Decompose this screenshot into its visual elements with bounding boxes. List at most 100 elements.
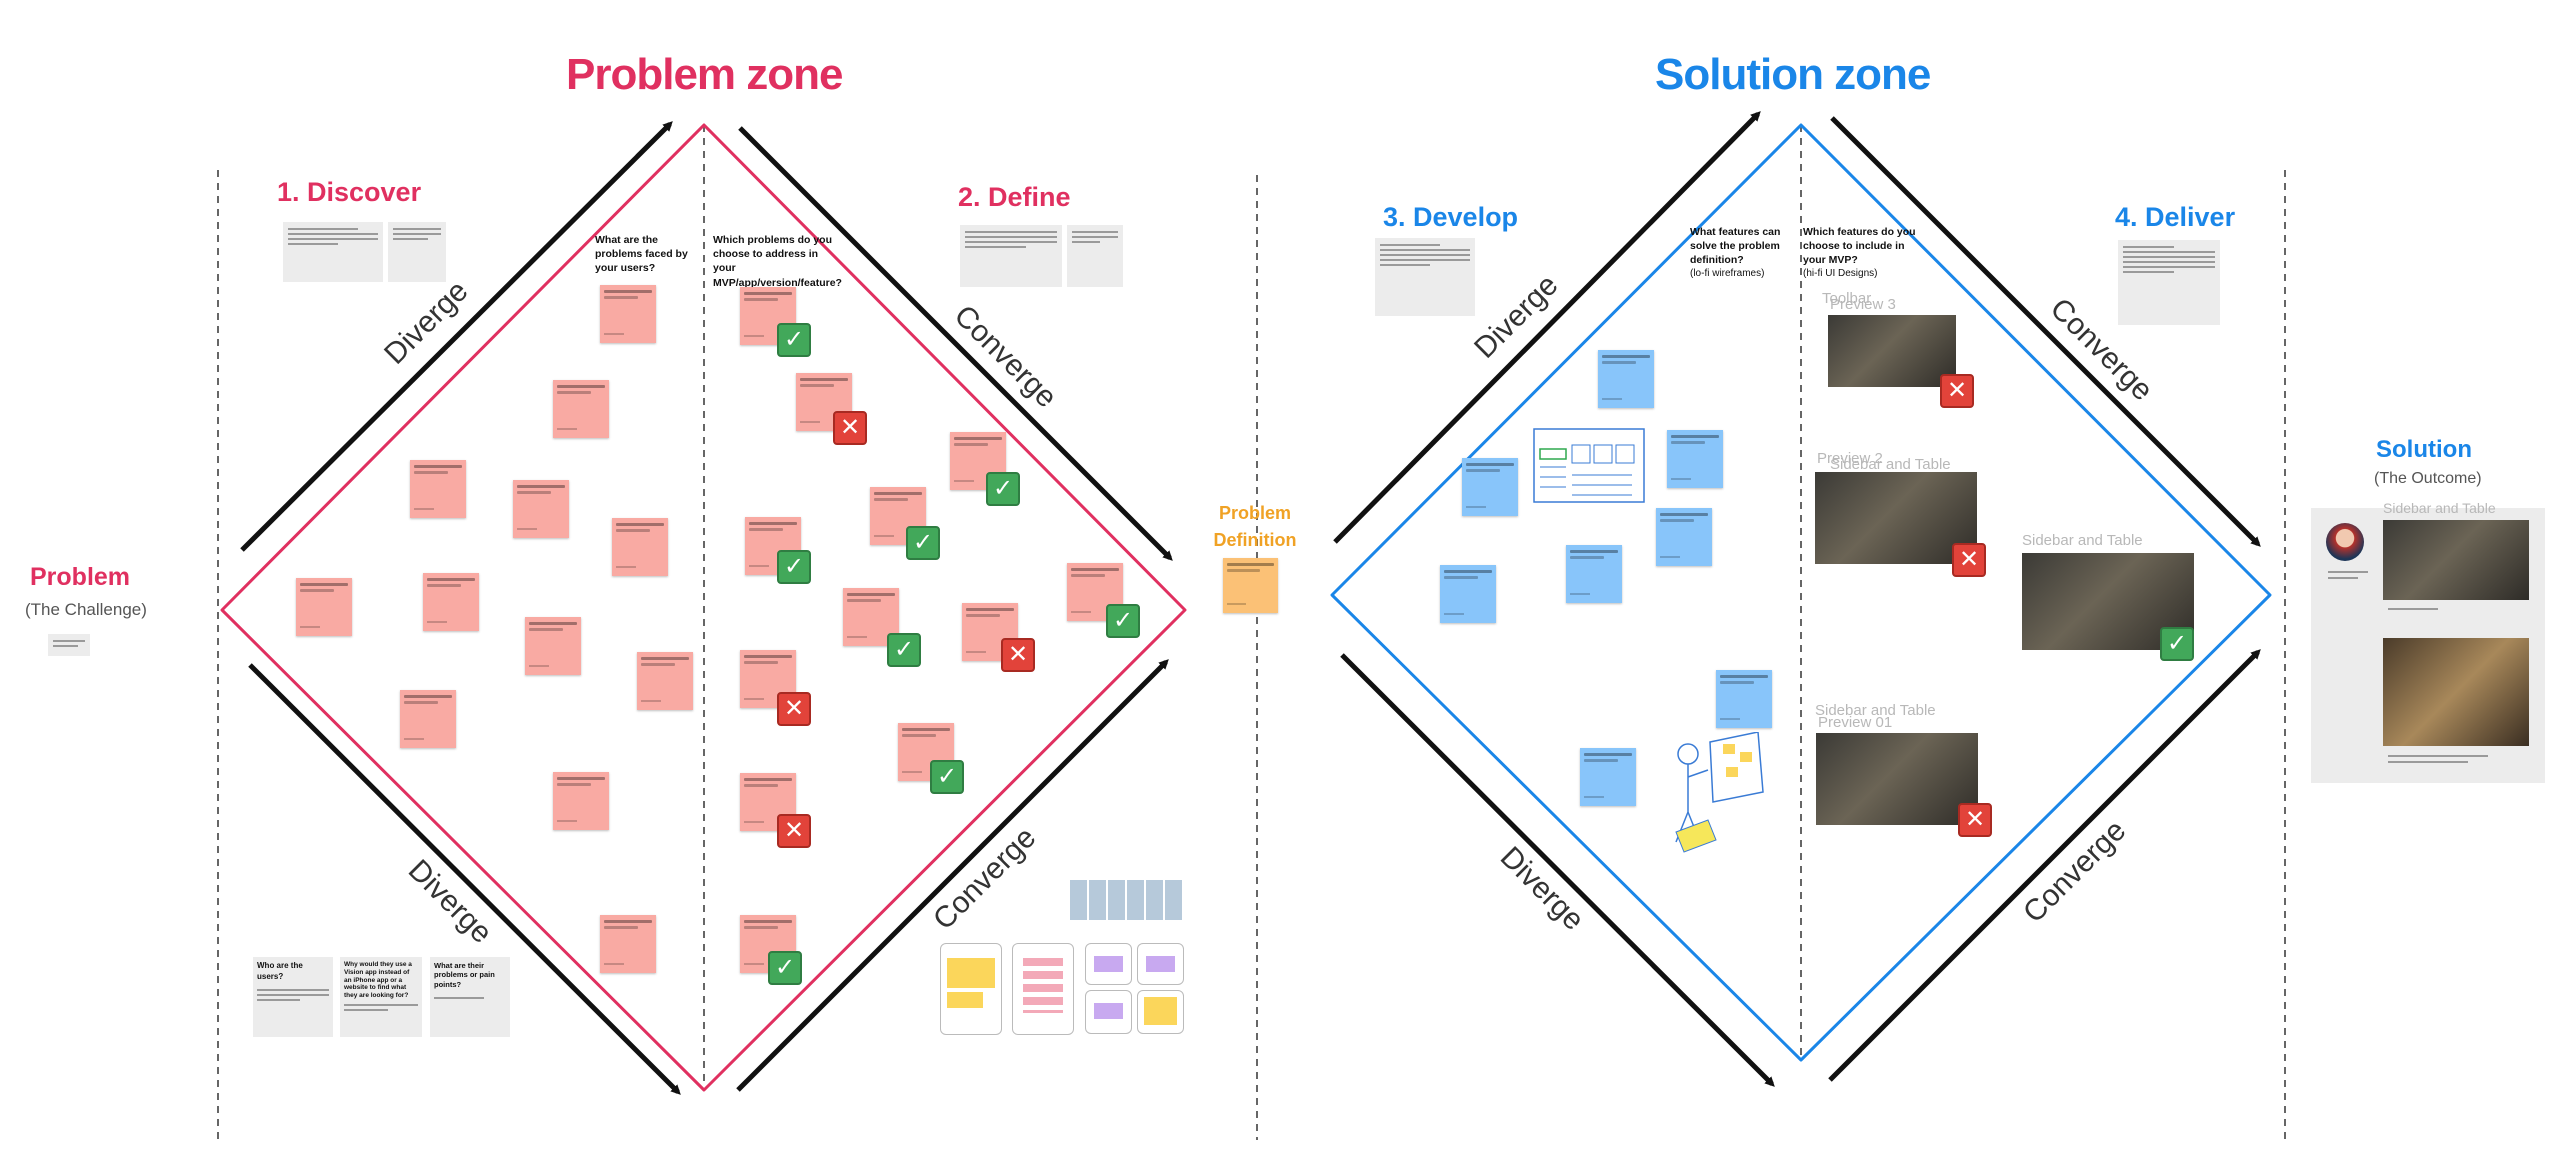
- cross-icon: ✕: [1940, 374, 1974, 408]
- cross-icon: ✕: [777, 814, 811, 848]
- sticky-note[interactable]: [1566, 545, 1622, 603]
- problem-title: Problem: [30, 563, 131, 591]
- arrow-deliver-converge: [1830, 116, 2261, 547]
- sticky-note[interactable]: [1580, 748, 1636, 806]
- arrow-discover-diverge-low: [248, 663, 681, 1095]
- check-icon: ✓: [777, 550, 811, 584]
- solution-diamond: [1330, 123, 2272, 1062]
- check-icon: ✓: [1106, 604, 1140, 638]
- preview3-screenshot[interactable]: [1828, 315, 1956, 387]
- check-icon: ✓: [986, 472, 1020, 506]
- lofi-card: [1012, 943, 1074, 1035]
- bottom-card-pain: What are their problems or pain points?: [430, 957, 510, 1037]
- lofi-card: [1137, 990, 1184, 1034]
- phase-develop: 3. Develop: [1383, 202, 1519, 232]
- sticky-note[interactable]: [423, 573, 479, 631]
- label-sidebar-table-b: Sidebar and Table: [2022, 532, 2143, 549]
- sticky-note[interactable]: [296, 578, 352, 636]
- avatar: [2326, 523, 2364, 561]
- check-icon: ✓: [887, 633, 921, 667]
- deliver-info-card: [2118, 240, 2220, 325]
- arrow-develop-diverge-low: [1340, 653, 1775, 1087]
- sticky-note[interactable]: [1440, 565, 1496, 623]
- cross-icon: ✕: [1001, 638, 1035, 672]
- solution-title: Solution: [2376, 436, 2472, 463]
- sticky-note[interactable]: [513, 480, 569, 538]
- preview2-screenshot[interactable]: [1815, 472, 1977, 564]
- lofi-card: [940, 943, 1002, 1035]
- sticky-note[interactable]: [1462, 458, 1518, 516]
- problem-subtitle: (The Challenge): [25, 600, 147, 619]
- sticky-note[interactable]: [525, 617, 581, 675]
- photo-grid: [1070, 880, 1182, 920]
- sticky-note[interactable]: [410, 460, 466, 518]
- sticky-note[interactable]: [898, 723, 954, 781]
- arrow-deliver-converge-low: [1828, 649, 2261, 1082]
- sticky-note[interactable]: [612, 518, 668, 576]
- problem-definition-note[interactable]: [1223, 558, 1278, 613]
- sticky-note[interactable]: [1656, 508, 1712, 566]
- sticky-note[interactable]: [600, 915, 656, 973]
- define-info-card-2: [1067, 225, 1123, 287]
- develop-question: What features can solve the problem defi…: [1690, 226, 1781, 279]
- arrow-define-converge-low: [736, 659, 1169, 1092]
- develop-info-card: [1375, 238, 1475, 316]
- discover-question: What are the problems faced by your user…: [595, 234, 688, 275]
- discover-info-card-1: [283, 222, 383, 282]
- sticky-note[interactable]: [870, 487, 926, 545]
- check-icon: ✓: [2160, 627, 2194, 661]
- bottom-card-why: Why would they use a Vision app instead …: [340, 957, 422, 1037]
- deliver-question: Which features do you choose to include …: [1803, 226, 1916, 279]
- label-sidebar-table-c: Sidebar and Table: [1815, 702, 1936, 719]
- lofi-card: [1085, 943, 1132, 985]
- solution-panel: Sidebar and Table: [2311, 500, 2545, 783]
- sticky-note[interactable]: [1598, 350, 1654, 408]
- phase-deliver: 4. Deliver: [2115, 202, 2236, 232]
- final-environment-screenshot[interactable]: [2383, 638, 2529, 746]
- define-question: Which problems do you choose to address …: [713, 234, 842, 289]
- check-icon: ✓: [906, 526, 940, 560]
- lofi-card: [1085, 990, 1132, 1034]
- check-icon: ✓: [777, 323, 811, 357]
- arrow-define-converge: [738, 126, 1173, 561]
- check-icon: ✓: [930, 760, 964, 794]
- solution-zone-title: Solution zone: [1655, 50, 1931, 99]
- check-icon: ✓: [768, 951, 802, 985]
- lofi-card: [1137, 943, 1184, 985]
- label-preview3: Preview 3: [1830, 296, 1896, 313]
- problem-note: [48, 634, 90, 656]
- label-sidebar-table-a: Sidebar and Table: [1830, 456, 1951, 473]
- label-sidebar-table-d: Sidebar and Table: [2383, 500, 2496, 516]
- cross-icon: ✕: [1952, 543, 1986, 577]
- wireframe-sketch: [1533, 428, 1645, 503]
- sticky-note[interactable]: [553, 772, 609, 830]
- label-preview2: Preview 2: [1817, 450, 1883, 467]
- solution-subtitle: (The Outcome): [2374, 470, 2482, 487]
- arrow-develop-diverge: [1333, 111, 1761, 544]
- arrow-discover-diverge: [240, 121, 673, 552]
- sticky-note[interactable]: [600, 285, 656, 343]
- cross-icon: ✕: [777, 692, 811, 726]
- final-ui-screenshot[interactable]: [2383, 520, 2529, 600]
- define-info-card-1: [960, 225, 1062, 287]
- phase-discover: 1. Discover: [277, 177, 422, 207]
- label-preview01: Preview 01: [1818, 714, 1893, 731]
- preview01-screenshot[interactable]: [1816, 733, 1978, 825]
- person-sketch-icon: [1675, 732, 1764, 853]
- discover-info-card-2: [388, 222, 446, 282]
- cross-icon: ✕: [833, 411, 867, 445]
- cross-icon: ✕: [1958, 803, 1992, 837]
- problem-zone-title: Problem zone: [566, 50, 843, 99]
- sticky-note[interactable]: [637, 652, 693, 710]
- sticky-note[interactable]: [1716, 670, 1772, 728]
- problem-diamond: [220, 123, 1187, 1092]
- label-toolbar: Toolbar: [1822, 290, 1872, 307]
- sticky-note[interactable]: [400, 690, 456, 748]
- phase-define: 2. Define: [958, 182, 1071, 212]
- sticky-note[interactable]: [1667, 430, 1723, 488]
- sticky-note[interactable]: [553, 380, 609, 438]
- sticky-note[interactable]: [740, 287, 796, 345]
- bottom-card-users: Who are the users?: [253, 957, 333, 1037]
